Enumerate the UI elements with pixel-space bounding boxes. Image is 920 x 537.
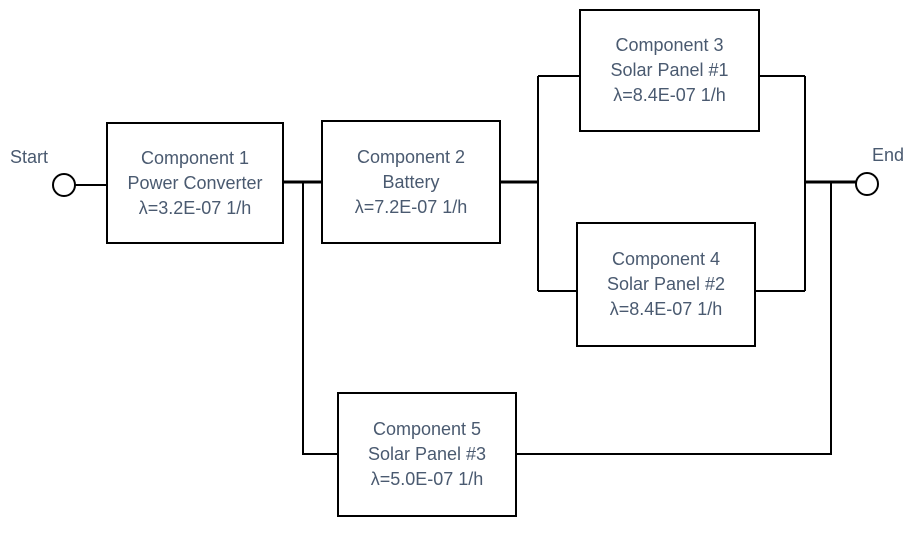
start-label: Start <box>10 147 49 167</box>
component-3-name: Component 3 <box>615 35 724 55</box>
component-3-block: Component 3 Solar Panel #1 λ=8.4E-07 1/h <box>579 9 760 132</box>
component-5-name: Component 5 <box>372 419 482 439</box>
end-label: End <box>872 145 905 165</box>
start-terminal-node <box>52 173 76 197</box>
component-2-rate: λ=7.2E-07 1/h <box>354 196 468 217</box>
component-1-block: Component 1 Power Converter λ=3.2E-07 1/… <box>106 122 284 244</box>
component-5-rate: λ=5.0E-07 1/h <box>370 469 484 489</box>
component-5-type: Solar Panel #3 <box>367 444 487 464</box>
wire-c1-c5 <box>302 182 338 455</box>
component-2-type: Battery <box>382 171 440 192</box>
component-4-type: Solar Panel #2 <box>606 274 726 294</box>
component-2-block: Component 2 Battery λ=7.2E-07 1/h <box>321 120 501 244</box>
wire-c5-end <box>516 182 832 455</box>
component-4-name: Component 4 <box>611 249 721 269</box>
component-1-name: Component 1 <box>140 147 250 168</box>
component-4-block: Component 4 Solar Panel #2 λ=8.4E-07 1/h <box>576 222 756 347</box>
component-2-name: Component 2 <box>356 146 466 167</box>
component-4-rate: λ=8.4E-07 1/h <box>609 299 723 319</box>
end-terminal-node <box>855 172 879 196</box>
component-3-type: Solar Panel #1 <box>610 60 729 80</box>
component-5-block: Component 5 Solar Panel #3 λ=5.0E-07 1/h <box>337 392 517 517</box>
component-1-rate: λ=3.2E-07 1/h <box>138 197 252 218</box>
component-3-rate: λ=8.4E-07 1/h <box>613 85 726 105</box>
component-1-type: Power Converter <box>127 172 263 193</box>
